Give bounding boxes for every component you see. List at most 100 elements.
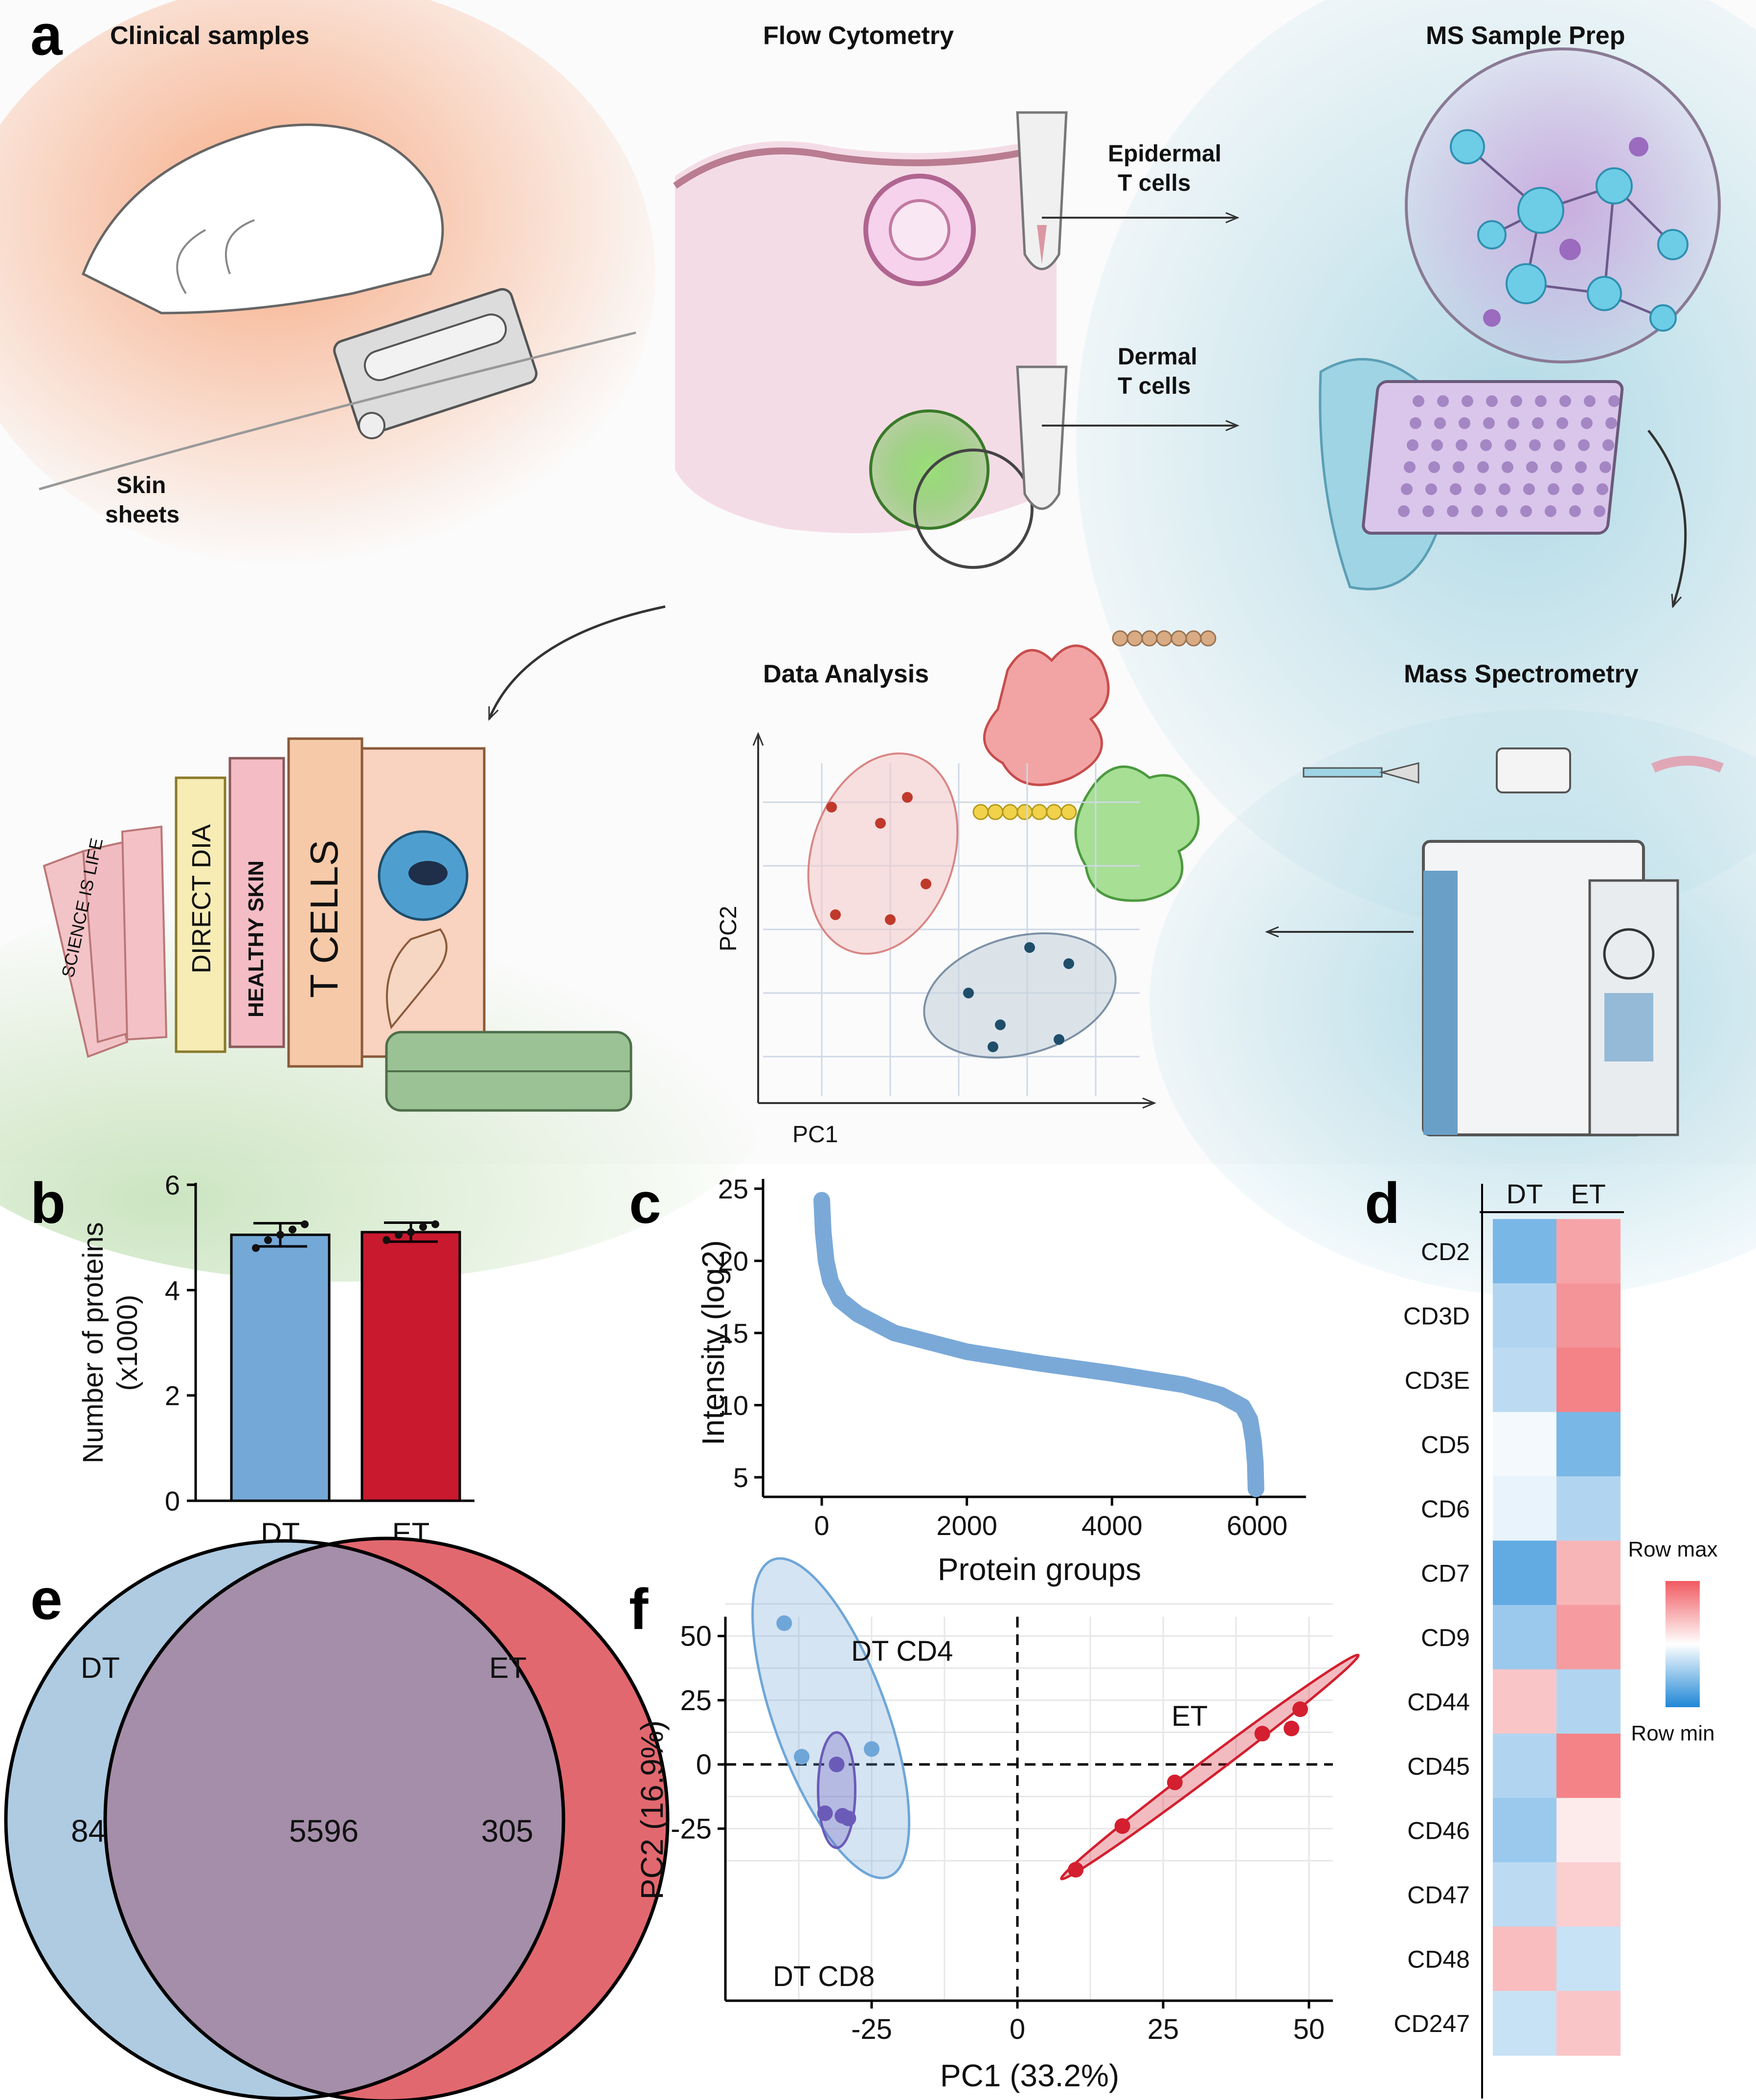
well xyxy=(1425,483,1437,495)
y-tick-label: 20 xyxy=(718,1246,748,1277)
heatmap-cell xyxy=(1493,1991,1557,2056)
well xyxy=(1575,461,1587,473)
heatmap-legend-max: Row max xyxy=(1628,1537,1717,1561)
x-tick-label: 25 xyxy=(1148,2013,1179,2045)
well xyxy=(1453,461,1464,473)
data-point xyxy=(301,1220,309,1228)
label-dermal-tcells: T cells xyxy=(1118,373,1191,399)
well xyxy=(1556,417,1568,429)
heatmap-col-label: DT xyxy=(1507,1178,1543,1209)
book-title-healthy-skin: HEALTHY SKIN xyxy=(244,860,268,1017)
pca-point xyxy=(1114,1818,1130,1834)
panel-letter-b: b xyxy=(30,1171,66,1236)
y-tick-label: -25 xyxy=(671,1813,712,1845)
heatmap-cell xyxy=(1556,1605,1621,1670)
well xyxy=(1486,395,1498,407)
x-tick-label: 0 xyxy=(814,1510,829,1541)
heatmap-cell xyxy=(1493,1412,1557,1477)
well xyxy=(1477,461,1489,473)
heatmap-cell xyxy=(1493,1219,1557,1284)
well xyxy=(1510,395,1522,407)
heatmap-row-label: CD2 xyxy=(1421,1238,1470,1265)
venn-outline-dt xyxy=(4,1539,565,2100)
pca-point xyxy=(1292,1701,1308,1717)
well xyxy=(1520,505,1532,517)
peptide-chain xyxy=(1112,630,1216,647)
x-tick-label: -25 xyxy=(851,2013,892,2045)
book-title-t-cells: T CELLS xyxy=(302,840,346,998)
venn-set-label-et: ET xyxy=(489,1651,527,1684)
pca-point xyxy=(1283,1720,1300,1737)
data-point xyxy=(419,1223,427,1231)
x-tick-label: 2000 xyxy=(936,1510,997,1541)
heatmap-legend-bar xyxy=(1666,1581,1700,1707)
heatmap-cell xyxy=(1556,1219,1621,1284)
well xyxy=(1505,439,1516,451)
book-title-direct-dia: DIRECT DIA xyxy=(187,824,216,973)
pca-sketch-pc1: PC1 xyxy=(792,1122,838,1148)
data-point xyxy=(264,1236,272,1244)
y-tick-label: 4 xyxy=(165,1275,180,1306)
series-label-dt-cd4: DT CD4 xyxy=(851,1635,953,1667)
well xyxy=(1532,417,1544,429)
label-epidermal: Epidermal xyxy=(1108,141,1221,167)
heatmap-col-label: ET xyxy=(1571,1178,1606,1209)
heatmap-row-label: CD48 xyxy=(1407,1945,1470,1973)
heatmap-cell xyxy=(1493,1348,1557,1413)
series-dt-cd8 xyxy=(817,1757,856,1827)
well xyxy=(1569,505,1581,517)
y-axis-label: Intensity (log2) xyxy=(696,1240,731,1445)
well xyxy=(1462,395,1473,407)
well xyxy=(1407,439,1418,451)
well xyxy=(1428,461,1440,473)
y-axis-label: PC2 (16.9%) xyxy=(634,1720,670,1899)
skin-section-icon xyxy=(673,141,1057,569)
pca-point xyxy=(1068,1862,1084,1878)
heatmap-row-label: CD3D xyxy=(1403,1302,1470,1330)
bar-dt xyxy=(230,1233,331,1502)
well xyxy=(1548,483,1559,495)
well xyxy=(1398,505,1410,517)
y-tick-label: 0 xyxy=(696,1749,712,1781)
heatmap-row-label: CD6 xyxy=(1421,1495,1470,1523)
heatmap-cell xyxy=(1493,1798,1557,1863)
ellipse-dt-cd4 xyxy=(751,1557,911,1879)
well xyxy=(1413,395,1424,407)
heatmap-row-label: CD247 xyxy=(1394,2010,1470,2037)
y-tick-label: 5 xyxy=(733,1462,748,1493)
heatmap-cell xyxy=(1493,1734,1557,1799)
well xyxy=(1471,505,1483,517)
label-sheets: sheets xyxy=(105,502,180,528)
pca-point xyxy=(840,1810,856,1827)
well xyxy=(1456,439,1467,451)
heatmap-row-label: CD5 xyxy=(1421,1431,1470,1458)
well xyxy=(1480,439,1492,451)
data-point xyxy=(276,1231,284,1239)
label-skin: Skin xyxy=(116,473,166,498)
y-tick-label: 15 xyxy=(718,1318,748,1349)
protein-point xyxy=(1247,1480,1264,1497)
heatmap-row-label: CD7 xyxy=(1421,1559,1470,1587)
well xyxy=(1496,505,1508,517)
heatmap-row-label: CD9 xyxy=(1421,1624,1470,1651)
well xyxy=(1483,417,1495,429)
well xyxy=(1599,461,1611,473)
well xyxy=(1422,505,1434,517)
pca-point xyxy=(1167,1774,1183,1790)
pca-sketch xyxy=(752,732,1156,1109)
stage-title-mass-spec: Mass Spectrometry xyxy=(1404,660,1639,688)
ellipse-et xyxy=(1060,1653,1360,1880)
y-tick-label: 25 xyxy=(680,1685,712,1716)
pca-point xyxy=(1254,1726,1270,1741)
y-axis-label: Number of proteins xyxy=(77,1222,109,1463)
panel-letter-d: d xyxy=(1365,1171,1400,1236)
heatmap-cell xyxy=(1556,1348,1621,1413)
pca-point xyxy=(829,1757,845,1772)
heatmap-row-label: CD45 xyxy=(1407,1753,1470,1780)
y-axis-label-unit: (x1000) xyxy=(112,1295,143,1391)
